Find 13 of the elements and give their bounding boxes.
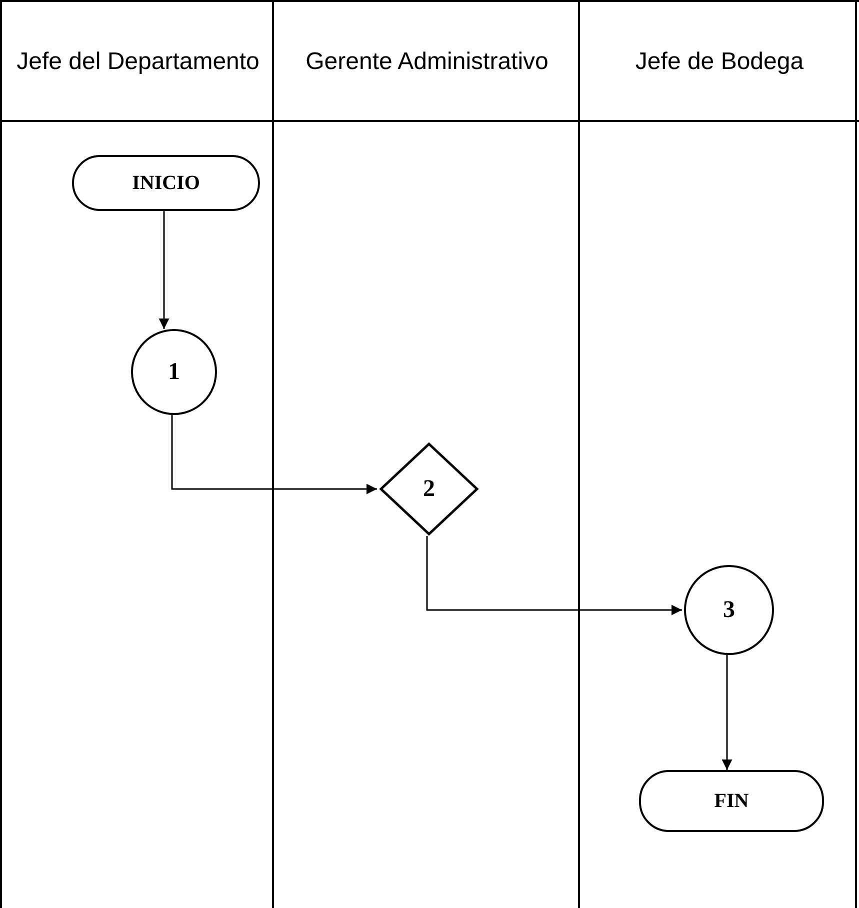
terminal-box: FIN: [639, 770, 824, 832]
arrow: [171, 415, 377, 494]
arrow: [426, 536, 682, 616]
terminal-box: INICIO: [72, 155, 260, 211]
swimlane: [578, 0, 857, 908]
decision-diamond: 2: [379, 442, 479, 536]
arrow: [722, 655, 732, 770]
process-circle: 3: [684, 565, 774, 655]
lane-header: Gerente Administrativo: [304, 47, 550, 77]
process-circle: 1: [131, 329, 217, 415]
arrow: [158, 211, 170, 329]
lane-header: Jefe del Departamento: [16, 47, 260, 77]
lane-header: Jefe de Bodega: [634, 47, 805, 77]
